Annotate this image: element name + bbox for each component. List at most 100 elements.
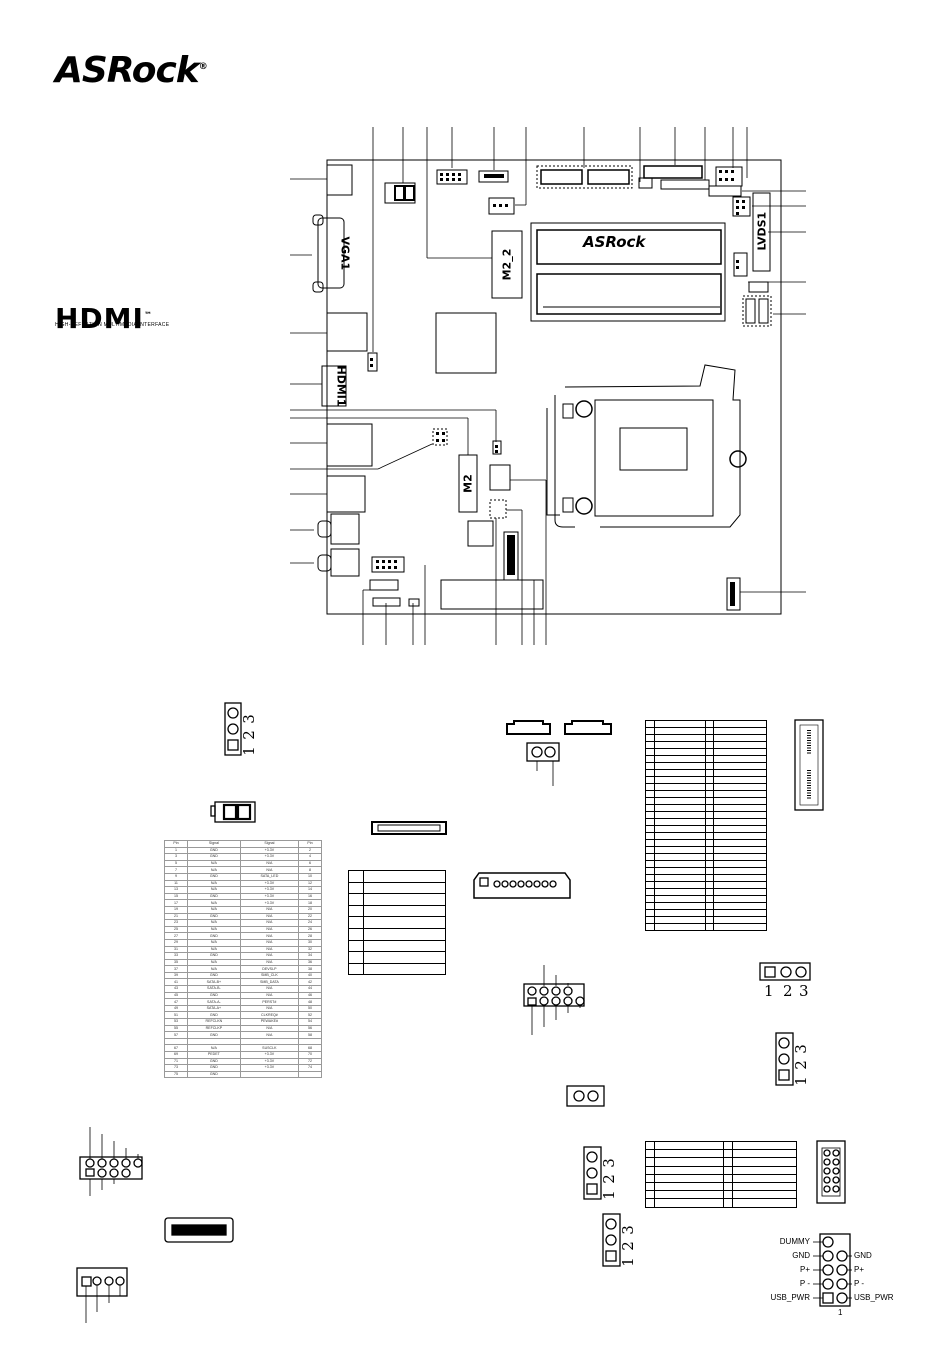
m2-table-cell: 21 — [164, 912, 188, 921]
m2-table-cell: N/A — [187, 965, 241, 973]
m2-table-cell: N/A — [187, 866, 241, 874]
pin-labels-a: 1 2 3 — [239, 714, 258, 756]
m2-table-cell: 2 — [298, 846, 322, 855]
m2-table-cell: PEWAKE# — [239, 1018, 300, 1026]
lvds-table-row — [645, 755, 767, 763]
registered-mark: ® — [198, 62, 208, 72]
lvds-table-row — [645, 909, 767, 917]
m2-table-cell: SATA-B+ — [187, 978, 241, 987]
m2-table-cell: N/A — [187, 899, 241, 907]
m2-table-cell: N/A — [187, 859, 241, 868]
m2-table-cell: N/A — [187, 958, 241, 967]
m2-table-cell: 17 — [164, 899, 188, 907]
right-leader-lines — [740, 190, 806, 593]
m2-table-cell: N/A — [239, 952, 300, 960]
lvds-header-pair — [742, 295, 772, 327]
m2-table-cell: 22 — [298, 912, 322, 921]
usb-left-label-0: DUMMY — [779, 1237, 810, 1246]
m2-table-cell: N/A — [239, 1031, 300, 1039]
m2-table-cell: Pin — [164, 840, 188, 848]
board-logo: ASRock — [583, 233, 646, 251]
m2-table-cell: Pin — [298, 840, 322, 848]
m2-table-cell: 69 — [164, 1051, 188, 1059]
m2-table-cell: 71 — [164, 1057, 188, 1066]
m2-table-cell: 54 — [298, 1018, 322, 1026]
m2-table-cell: 19 — [164, 905, 188, 914]
m2-table-cell: N/A — [187, 925, 241, 934]
detail-3pin-horizontal — [759, 962, 811, 981]
header-top-2 — [478, 170, 509, 183]
lvds-table-row — [645, 811, 767, 819]
m2-table-cell: GND — [187, 1057, 241, 1066]
header-top-1 — [436, 169, 468, 185]
lvds-table-row — [645, 818, 767, 826]
lvds-table-row — [645, 790, 767, 798]
m2-table-cell: GND — [187, 853, 241, 861]
m2-table-cell: 30 — [298, 938, 322, 947]
m2-table-cell: N/A — [239, 925, 300, 934]
m2-table-cell — [164, 1037, 188, 1046]
m2-table-cell: 34 — [298, 952, 322, 960]
m2-table-cell — [187, 1037, 241, 1046]
m2-table-cell: +3.3V — [239, 892, 300, 901]
hdmi-port-label: HDMI1 — [334, 365, 348, 407]
m2-table-cell: 74 — [298, 1064, 322, 1072]
m2-table-cell: GND — [187, 1064, 241, 1072]
jumper-mid — [492, 440, 502, 455]
jumper-left — [367, 352, 378, 372]
connector-strip — [660, 179, 710, 190]
io-chip — [467, 520, 494, 547]
fan-connector-top — [488, 197, 515, 215]
m2-table-cell: N/A — [187, 938, 241, 947]
m2-table-cell: 14 — [298, 886, 322, 894]
header-bottom-1 — [371, 556, 405, 573]
m2-table-cell: 42 — [298, 978, 322, 987]
m2-table-cell: 8 — [298, 866, 322, 874]
m2-table-cell: N/A — [239, 958, 300, 967]
lvds-table-row — [645, 762, 767, 770]
usb-pin1-label: 1 — [838, 1308, 843, 1317]
hdmi-logo-text: HDMI — [55, 302, 144, 335]
m2-table-cell: GND — [187, 1011, 241, 1020]
m2-table-cell: +3.3V — [239, 1057, 300, 1066]
logo-text: ASRock — [55, 50, 200, 91]
jumper-top — [638, 177, 653, 189]
m2-table-cell: 27 — [164, 932, 188, 940]
lvds-table-row — [645, 720, 767, 728]
m2-table-cell: SUSCLK — [239, 1044, 300, 1052]
lvds-table-row — [645, 916, 767, 924]
m2-table-cell — [239, 1070, 300, 1079]
lvds-table-row — [645, 825, 767, 833]
jumper-dashed — [432, 428, 448, 446]
header-top-3 — [715, 166, 743, 187]
detail-10pin-header — [79, 1156, 143, 1180]
m2-table-cell: 56 — [298, 1024, 322, 1033]
lvds-table-row — [645, 797, 767, 805]
m2-table-cell: Signal — [187, 840, 241, 848]
m2-table-cell: GND — [187, 912, 241, 921]
lvds-table-row — [645, 734, 767, 742]
m2-table-cell: 37 — [164, 965, 188, 973]
vga-port — [317, 217, 345, 289]
m2-table-cell: SATA-B- — [187, 985, 241, 993]
m2-table-cell: 32 — [298, 945, 322, 954]
pcie-slot — [440, 579, 544, 610]
m2-table-cell: N/A — [187, 886, 241, 894]
top-leader-lines — [372, 127, 748, 352]
lvds-table-row — [645, 874, 767, 882]
detail-9pin-header — [523, 983, 585, 1007]
m2-2-label: M2_2 — [500, 248, 514, 281]
